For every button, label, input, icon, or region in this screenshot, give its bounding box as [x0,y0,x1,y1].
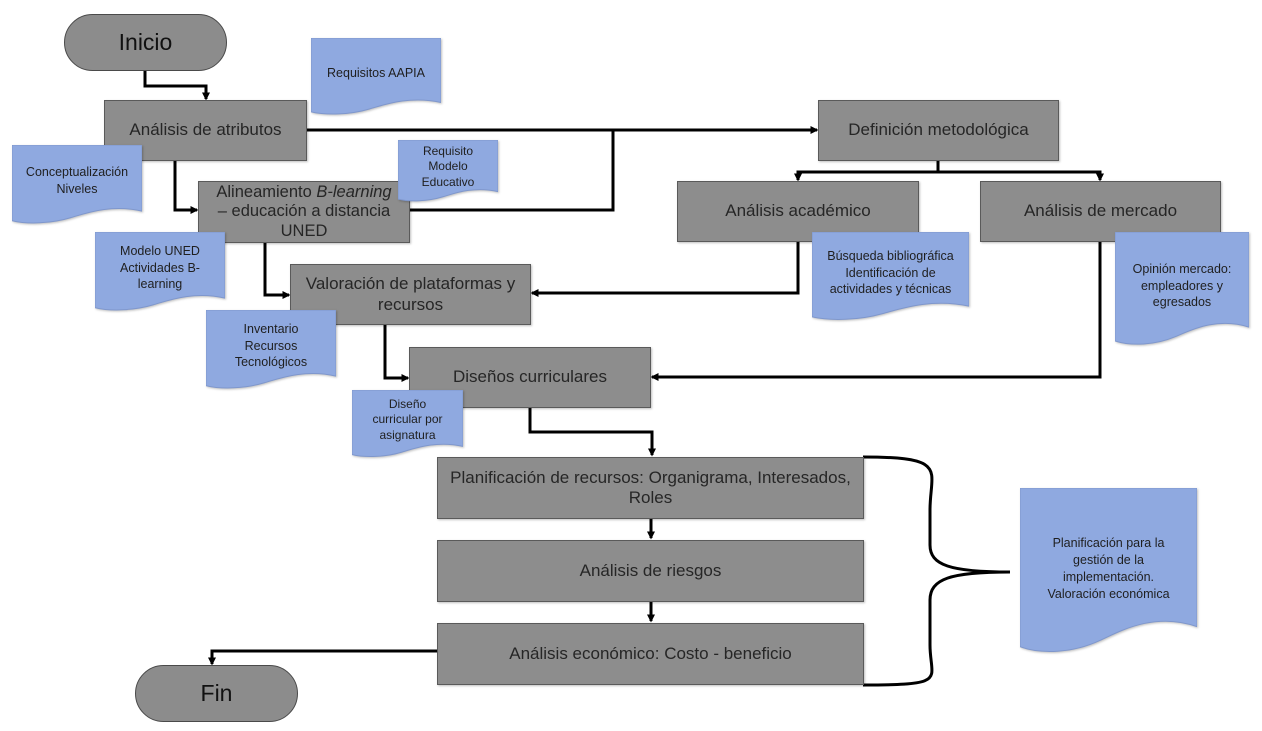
process-analisis-economico: Análisis económico: Costo - beneficio [437,623,864,685]
start-terminal: Inicio [64,14,227,71]
document-shape [812,232,969,320]
document-shape [352,390,463,458]
document-text-line: curricular por [372,412,443,427]
document-text-line: Requisitos AAPIA [327,65,425,80]
document-shape [1115,232,1249,345]
document-text-line: Tecnológicos [234,355,308,370]
document-text-line: Actividades B- [120,260,200,275]
arrow-disenos-to-planificacion [528,408,656,457]
start-terminal-label: Inicio [118,28,173,55]
line-alineamiento-to-main [410,130,615,212]
document-text: Opinión mercado: empleadores y egresados [1127,261,1238,322]
process-definicion-metodologica-label: Definición metodológica [848,120,1029,140]
process-alineamiento-label: Alineamiento B-learning – educación a di… [205,183,403,241]
document-text-line: egresados [1152,295,1212,310]
document-shape [311,38,441,115]
document-text-line: actividades y técnicas [829,282,952,297]
document-text-line: Conceptualización [25,165,129,180]
document-text: Requisitos AAPIA [321,65,431,92]
alineamiento-text-2: – educación a distancia UNED [217,202,391,240]
document-text-line: implementación. [1062,570,1154,584]
process-analisis-riesgos: Análisis de riesgos [437,540,864,602]
document-text-line: Modelo UNED [120,243,200,258]
process-disenos-curriculares-label: Diseños curriculares [453,367,607,387]
arrow-atributos-to-alineamiento [173,161,199,214]
process-analisis-riesgos-label: Análisis de riesgos [579,560,722,580]
process-definicion-metodologica: Definición metodológica [818,100,1059,161]
document-text-line: Identificación de [845,265,936,280]
document-text-line: learning [137,277,183,292]
document-text-line: Modelo [428,159,468,174]
process-analisis-mercado-label: Análisis de mercado [1023,201,1178,221]
arrow-definicion-to-mercado [938,170,1104,182]
end-terminal: Fin [135,665,298,722]
arrow-valoracion-to-disenos [383,325,410,382]
document-planificacion-gestion: Planificación para la gestión de la implem… [1020,488,1197,660]
process-planificacion-recursos: Planificación de recursos: Organigrama, … [437,457,864,519]
document-text: Modelo UNED Actividades B-learning [114,243,206,304]
document-shape [206,310,336,389]
process-analisis-atributos-label: Análisis de atributos [129,120,282,140]
document-text-line: Planificación para la [1052,536,1165,551]
document-text-line: Recursos [244,338,298,353]
document-text-line: Valoración económica [1047,586,1170,601]
process-planificacion-recursos-label: Planificación de recursos: Organigrama, … [450,467,851,507]
document-shape [95,232,225,311]
process-analisis-academico-label: Análisis académico [725,201,871,221]
document-text-line: empleadores y [1140,278,1223,293]
arrow-economico-to-fin [208,649,438,666]
document-shape [12,145,142,224]
document-modelo-uned: Modelo UNED Actividades B-learning [95,232,225,314]
arrow-alineamiento-to-valoracion [263,243,291,299]
process-analisis-academico: Análisis académico [677,181,919,242]
process-alineamiento: Alineamiento B-learning – educación a di… [198,181,410,243]
document-text-line: Inventario [243,321,299,336]
curly-brace [862,455,1011,687]
process-analisis-economico-label: Análisis económico: Costo - beneficio [509,643,792,663]
arrow-mercado-to-disenos [650,242,1102,381]
document-text-line: Educativo [421,174,475,189]
document-requisitos-aapia: Requisitos AAPIA [311,38,441,118]
arrow-academico-to-valoracion [530,242,800,297]
document-text-line: Búsqueda bibliográfica [827,248,954,263]
document-text: Planificación para la gestión de la implem… [1041,535,1175,613]
alineamiento-text-1: Alineamiento [216,182,317,201]
document-shape [1020,488,1197,652]
document-text-line: asignatura [379,427,436,442]
document-shape [398,140,498,202]
process-valoracion-plataformas-label: Valoración de plataformas y recursos [305,274,516,314]
document-text-line: Niveles [56,182,98,196]
document-text-line: Requisito [422,143,473,158]
document-opinion-mercado: Opinión mercado: empleadores y egresados [1115,232,1249,350]
arrow-inicio-to-analisis-atributos [143,70,210,101]
document-text-line: Diseño [388,396,427,411]
end-terminal-label: Fin [200,679,233,706]
arrow-definicion-to-academico [794,170,938,182]
document-text-line: gestión de la [1073,553,1144,568]
document-text-line: Opinión mercado: [1132,261,1232,276]
alineamiento-text-italic: B-learning [316,182,392,201]
